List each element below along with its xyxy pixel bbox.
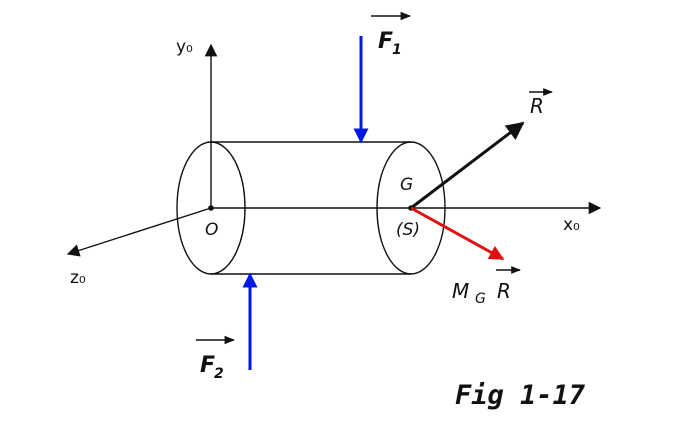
force-f2-subscript: 2 bbox=[214, 366, 224, 382]
moment-label: M bbox=[452, 279, 469, 303]
z-axis bbox=[66, 207, 212, 257]
origin-label: O bbox=[205, 220, 218, 240]
moment-arrow bbox=[410, 206, 505, 261]
force-f1-label: F bbox=[378, 29, 393, 54]
force-f2-label: F bbox=[200, 353, 215, 378]
cylinder-right-face bbox=[376, 141, 446, 275]
x-axis-label: x₀ bbox=[563, 215, 580, 235]
point-g-label: G bbox=[400, 175, 413, 195]
figure-caption: Fig 1-17 bbox=[455, 380, 586, 411]
origin-point bbox=[208, 205, 214, 211]
y-axis-label: y₀ bbox=[176, 37, 193, 57]
section-label: (S) bbox=[396, 220, 420, 240]
resultant-arrow bbox=[410, 121, 525, 210]
z-axis-label: z₀ bbox=[70, 268, 86, 288]
force-f1-subscript: 1 bbox=[392, 42, 402, 58]
resultant-label: R bbox=[530, 94, 544, 118]
moment-subscript: G bbox=[475, 291, 486, 307]
moment-r-label: R bbox=[497, 279, 511, 303]
